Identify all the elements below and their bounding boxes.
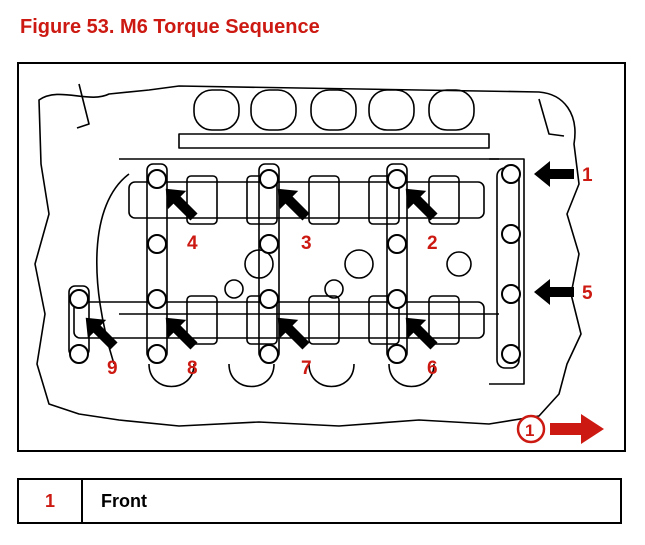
sequence-label-2: 2 — [427, 233, 438, 254]
bolt-icon — [259, 344, 279, 364]
arrow-icon-7 — [277, 317, 310, 350]
bolt-icon — [69, 344, 89, 364]
bolt-icon — [259, 234, 279, 254]
bolt-icon — [147, 169, 167, 189]
bolt-icon — [501, 284, 521, 304]
bolt-icon — [387, 289, 407, 309]
sequence-label-6: 6 — [427, 358, 438, 379]
sequence-label-4: 4 — [187, 233, 198, 254]
arrow-icon-4 — [165, 188, 198, 221]
bolt-icon — [387, 234, 407, 254]
bolt-icon — [259, 169, 279, 189]
front-callout-circle — [516, 414, 546, 444]
cylinder-head-drawing: 1 2 3 4 5 6 7 8 9 1 — [34, 83, 604, 444]
sequence-label-8: 8 — [187, 358, 198, 379]
arrow-icon-8 — [165, 317, 198, 350]
bolts — [69, 164, 521, 364]
bolt-icon — [147, 289, 167, 309]
bolt-icon — [501, 344, 521, 364]
bolt-icon — [501, 164, 521, 184]
bolt-icon — [501, 224, 521, 244]
pointer-arrows — [85, 161, 574, 350]
front-arrow-icon — [550, 414, 604, 444]
arrow-icon-2 — [405, 188, 438, 221]
sequence-label-3: 3 — [301, 233, 312, 254]
bolt-icon — [387, 344, 407, 364]
arrow-icon-6 — [405, 317, 438, 350]
bolt-icon — [147, 234, 167, 254]
engine-diagram: 1 2 3 4 5 6 7 8 9 1 — [17, 62, 626, 452]
bolt-icon — [387, 169, 407, 189]
legend-table: 1 Front — [17, 478, 622, 524]
sequence-label-7: 7 — [301, 358, 312, 379]
bolt-icon — [147, 344, 167, 364]
sequence-label-9: 9 — [107, 358, 118, 379]
legend-value: Front — [101, 490, 147, 511]
bolt-icon — [69, 289, 89, 309]
arrow-icon-9 — [85, 317, 118, 350]
sequence-label-1: 1 — [582, 165, 593, 186]
legend-key: 1 — [19, 480, 83, 522]
sequence-label-5: 5 — [582, 283, 593, 304]
bolt-icon — [259, 289, 279, 309]
front-callout-number: 1 — [525, 421, 534, 440]
arrow-icon-3 — [277, 188, 310, 221]
arrow-icon-1 — [534, 161, 574, 187]
arrow-icon-5 — [534, 279, 574, 305]
front-callout: 1 — [516, 414, 604, 444]
figure-title: Figure 53. M6 Torque Sequence — [20, 16, 320, 38]
